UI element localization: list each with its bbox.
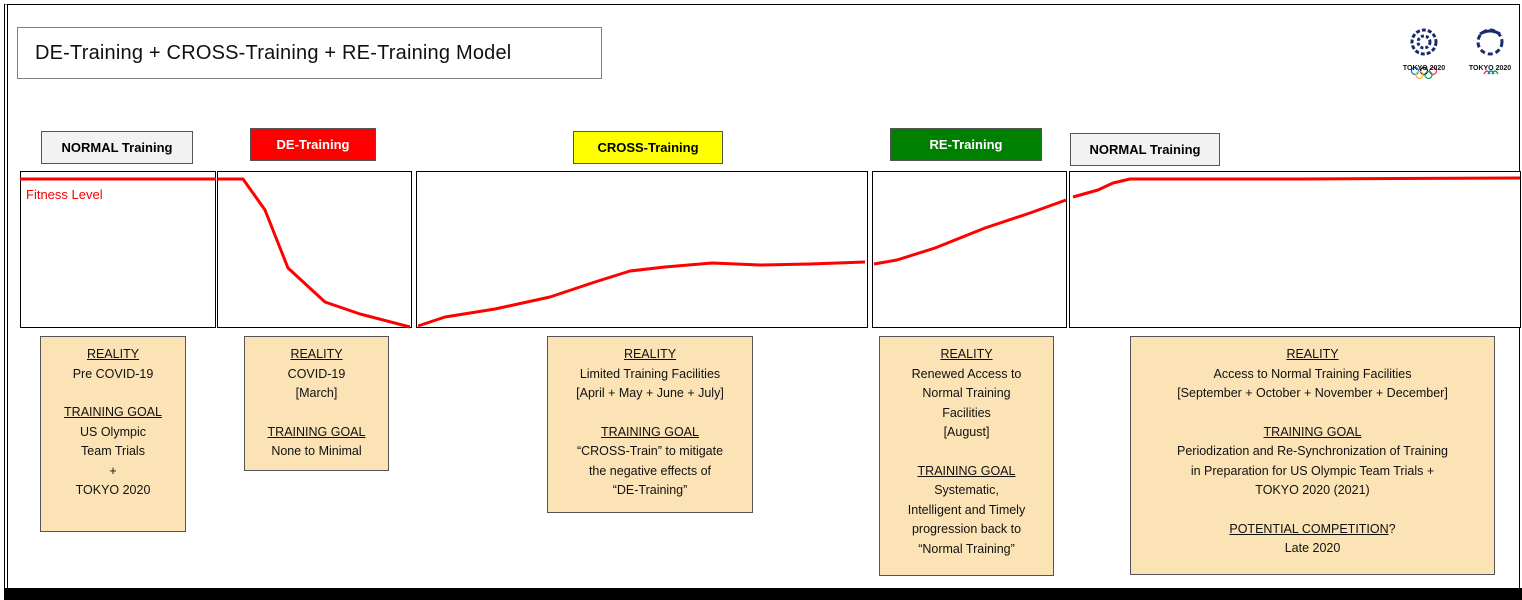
olympic-logo-label: TOKYO 2020 xyxy=(1402,65,1446,72)
competition-heading: POTENTIAL COMPETITION xyxy=(1229,521,1389,536)
goal-line: in Preparation for US Olympic Team Trial… xyxy=(1190,463,1435,478)
phase-label-normal-2: NORMAL Training xyxy=(1070,133,1220,166)
goal-line: Systematic, xyxy=(934,483,999,497)
olympic-logo: TOKYO 2020 xyxy=(1400,24,1448,80)
reality-line: Pre COVID-19 xyxy=(72,366,154,381)
diagram-title: DE-Training + CROSS-Training + RE-Traini… xyxy=(17,27,602,79)
reality-line: [March] xyxy=(295,386,338,400)
competition-heading-suffix: ? xyxy=(1388,521,1396,536)
reality-heading: REALITY xyxy=(86,347,140,361)
fitness-curve-re-training xyxy=(873,198,1067,266)
info-box-re-training: REALITY Renewed Access to Normal Trainin… xyxy=(879,336,1054,576)
tokyo-2020-paralympic-emblem-icon xyxy=(1476,28,1504,75)
reality-line: Normal Training xyxy=(922,386,1011,400)
goal-heading: TRAINING GOAL xyxy=(601,424,699,439)
info-box-cross-training: REALITY Limited Training Facilities [Apr… xyxy=(547,336,753,513)
diagram-title-text: DE-Training + CROSS-Training + RE-Traini… xyxy=(35,41,512,64)
phase-label-text: RE-Training xyxy=(929,137,1003,152)
goal-line: TOKYO 2020 xyxy=(75,483,151,497)
goal-line: TOKYO 2020 (2021) xyxy=(1255,483,1370,497)
reality-line: [August] xyxy=(943,425,990,439)
phase-label-text: NORMAL Training xyxy=(61,140,173,155)
phase-label-de-training: DE-Training xyxy=(250,128,376,161)
reality-line: [September + October + November + Decemb… xyxy=(1177,386,1448,400)
fitness-curve-normal-2 xyxy=(1072,176,1521,199)
chart-panel-cross-training xyxy=(416,171,868,328)
reality-heading: REALITY xyxy=(1286,347,1339,361)
info-box-normal-2: REALITY Access to Normal Training Facili… xyxy=(1130,336,1495,575)
phase-label-cross-training: CROSS-Training xyxy=(573,131,723,164)
tokyo-2020-olympic-emblem-icon xyxy=(1410,28,1438,80)
goal-heading: TRAINING GOAL xyxy=(917,463,1016,478)
reality-line: Access to Normal Training Facilities xyxy=(1213,366,1412,381)
goal-line: progression back to xyxy=(911,522,1022,536)
chart-panel-normal-2 xyxy=(1069,171,1521,328)
chart-panel-re-training xyxy=(872,171,1067,328)
info-box-normal-1: REALITY Pre COVID-19 TRAINING GOAL US Ol… xyxy=(40,336,186,532)
reality-heading: REALITY xyxy=(290,347,343,361)
goal-line: the negative effects of xyxy=(588,463,712,478)
paralympic-logo: TOKYO 2020 xyxy=(1466,24,1514,75)
goal-heading: TRAINING GOAL xyxy=(1263,424,1362,439)
reality-line: Limited Training Facilities xyxy=(579,366,721,381)
reality-line: [April + May + June + July] xyxy=(576,386,724,400)
goal-line: Team Trials xyxy=(81,444,145,458)
info-box-de-training: REALITY COVID-19 [March] TRAINING GOAL N… xyxy=(244,336,389,471)
fitness-level-label: Fitness Level xyxy=(26,187,103,202)
competition-line: Late 2020 xyxy=(1284,541,1341,555)
goal-line: “Normal Training” xyxy=(918,541,1015,556)
goal-line: + xyxy=(109,463,117,478)
fitness-curve-de-training xyxy=(218,177,411,329)
bottom-bar xyxy=(4,588,1522,600)
phase-label-text: DE-Training xyxy=(276,137,350,152)
reality-heading: REALITY xyxy=(940,347,993,361)
goal-heading: TRAINING GOAL xyxy=(267,424,366,439)
reality-line: COVID-19 xyxy=(287,366,346,381)
goal-line: Intelligent and Timely xyxy=(907,502,1026,517)
goal-heading: TRAINING GOAL xyxy=(64,405,162,419)
reality-heading: REALITY xyxy=(623,347,677,361)
chart-panel-normal-1 xyxy=(20,171,216,328)
competition-heading-row: POTENTIAL COMPETITION? xyxy=(1131,520,1494,540)
paralympic-logo-label: TOKYO 2020 xyxy=(1468,65,1512,72)
goal-line: “DE-Training” xyxy=(612,483,688,497)
chart-panel-de-training xyxy=(217,171,412,328)
reality-line: Renewed Access to xyxy=(911,366,1022,381)
phase-label-text: CROSS-Training xyxy=(597,140,699,155)
reality-line: Facilities xyxy=(942,405,991,420)
phase-label-text: NORMAL Training xyxy=(1089,142,1201,157)
goal-line: “CROSS-Train” to mitigate xyxy=(576,444,724,458)
phase-label-normal-1: NORMAL Training xyxy=(41,131,193,164)
phase-label-re-training: RE-Training xyxy=(890,128,1042,161)
goal-line: None to Minimal xyxy=(271,444,362,458)
goal-line: Periodization and Re-Synchronization of … xyxy=(1177,444,1448,458)
fitness-curve-cross-training xyxy=(417,260,866,328)
goal-line: US Olympic xyxy=(80,424,146,439)
